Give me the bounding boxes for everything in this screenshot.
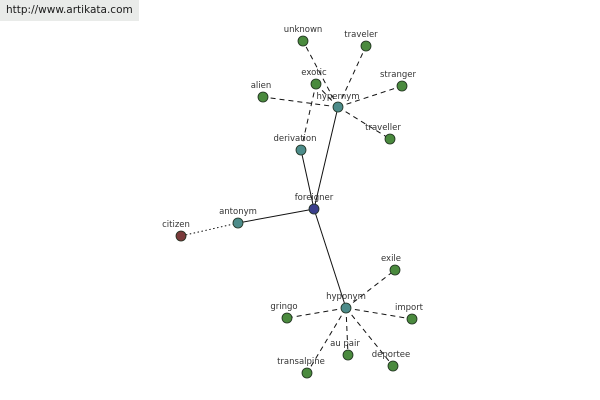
node-label-hyponym[interactable]: hyponym	[326, 292, 366, 302]
node-traveller[interactable]	[384, 133, 396, 145]
node-label-unknown[interactable]: unknown	[284, 25, 323, 35]
edge-hyponym-deportee	[345, 307, 394, 367]
edge-hypernym-alien	[262, 96, 339, 108]
node-gringo[interactable]	[281, 312, 293, 324]
node-derivation[interactable]	[295, 144, 307, 156]
edge-hyponym-au_pair	[345, 307, 349, 356]
edge-hyponym-exile	[345, 269, 396, 309]
edge-derivation-exotic	[300, 83, 317, 151]
edge-foreigner-hyponym	[313, 208, 347, 309]
node-label-exile[interactable]: exile	[381, 254, 401, 264]
node-label-exotic[interactable]: exotic	[301, 68, 327, 78]
edge-hypernym-stranger	[337, 85, 403, 108]
node-hypernym[interactable]	[332, 101, 344, 113]
node-label-alien[interactable]: alien	[251, 81, 272, 91]
node-foreigner[interactable]	[308, 203, 320, 215]
edge-foreigner-derivation	[300, 149, 315, 210]
edge-foreigner-hypernym	[313, 106, 339, 210]
node-alien[interactable]	[257, 91, 269, 103]
node-exotic[interactable]	[310, 78, 322, 90]
node-label-hypernym[interactable]: hypernym	[316, 92, 359, 102]
edge-hypernym-unknown	[302, 40, 339, 108]
edge-hyponym-gringo	[286, 307, 347, 319]
node-label-derivation[interactable]: derivation	[273, 134, 316, 144]
node-layer	[175, 35, 418, 379]
node-label-gringo[interactable]: gringo	[270, 302, 297, 312]
node-label-citizen[interactable]: citizen	[162, 220, 190, 230]
edge-hyponym-import	[345, 307, 413, 320]
node-label-import[interactable]: import	[395, 303, 424, 313]
node-label-transalpine[interactable]: transalpine	[277, 357, 325, 367]
node-label-foreigner[interactable]: foreigner	[295, 193, 334, 203]
node-stranger[interactable]	[396, 80, 408, 92]
node-label-traveler[interactable]: traveler	[344, 30, 378, 40]
node-import[interactable]	[406, 313, 418, 325]
edge-hyponym-transalpine	[306, 307, 347, 374]
node-label-antonym[interactable]: antonym	[219, 207, 257, 217]
node-citizen[interactable]	[175, 230, 187, 242]
node-label-traveller[interactable]: traveller	[365, 123, 401, 133]
node-label-deportee[interactable]: deportee	[372, 350, 411, 360]
node-unknown[interactable]	[297, 35, 309, 47]
edge-antonym-citizen	[180, 222, 239, 237]
node-antonym[interactable]	[232, 217, 244, 229]
node-label-au_pair[interactable]: au pair	[330, 339, 360, 349]
node-exile[interactable]	[389, 264, 401, 276]
node-transalpine[interactable]	[301, 367, 313, 379]
node-label-stranger[interactable]: stranger	[380, 70, 416, 80]
node-hyponym[interactable]	[340, 302, 352, 314]
label-layer: foreigner hypernym derivation antonym hypony…	[162, 25, 424, 367]
node-deportee[interactable]	[387, 360, 399, 372]
site-url-link[interactable]: http://www.artikata.com	[0, 0, 139, 21]
node-traveler[interactable]	[360, 40, 372, 52]
edge-hypernym-traveler	[337, 45, 367, 108]
edge-foreigner-antonym	[237, 208, 315, 224]
node-au_pair[interactable]	[342, 349, 354, 361]
edge-hypernym-traveller	[337, 106, 391, 140]
edge-layer	[180, 40, 413, 374]
